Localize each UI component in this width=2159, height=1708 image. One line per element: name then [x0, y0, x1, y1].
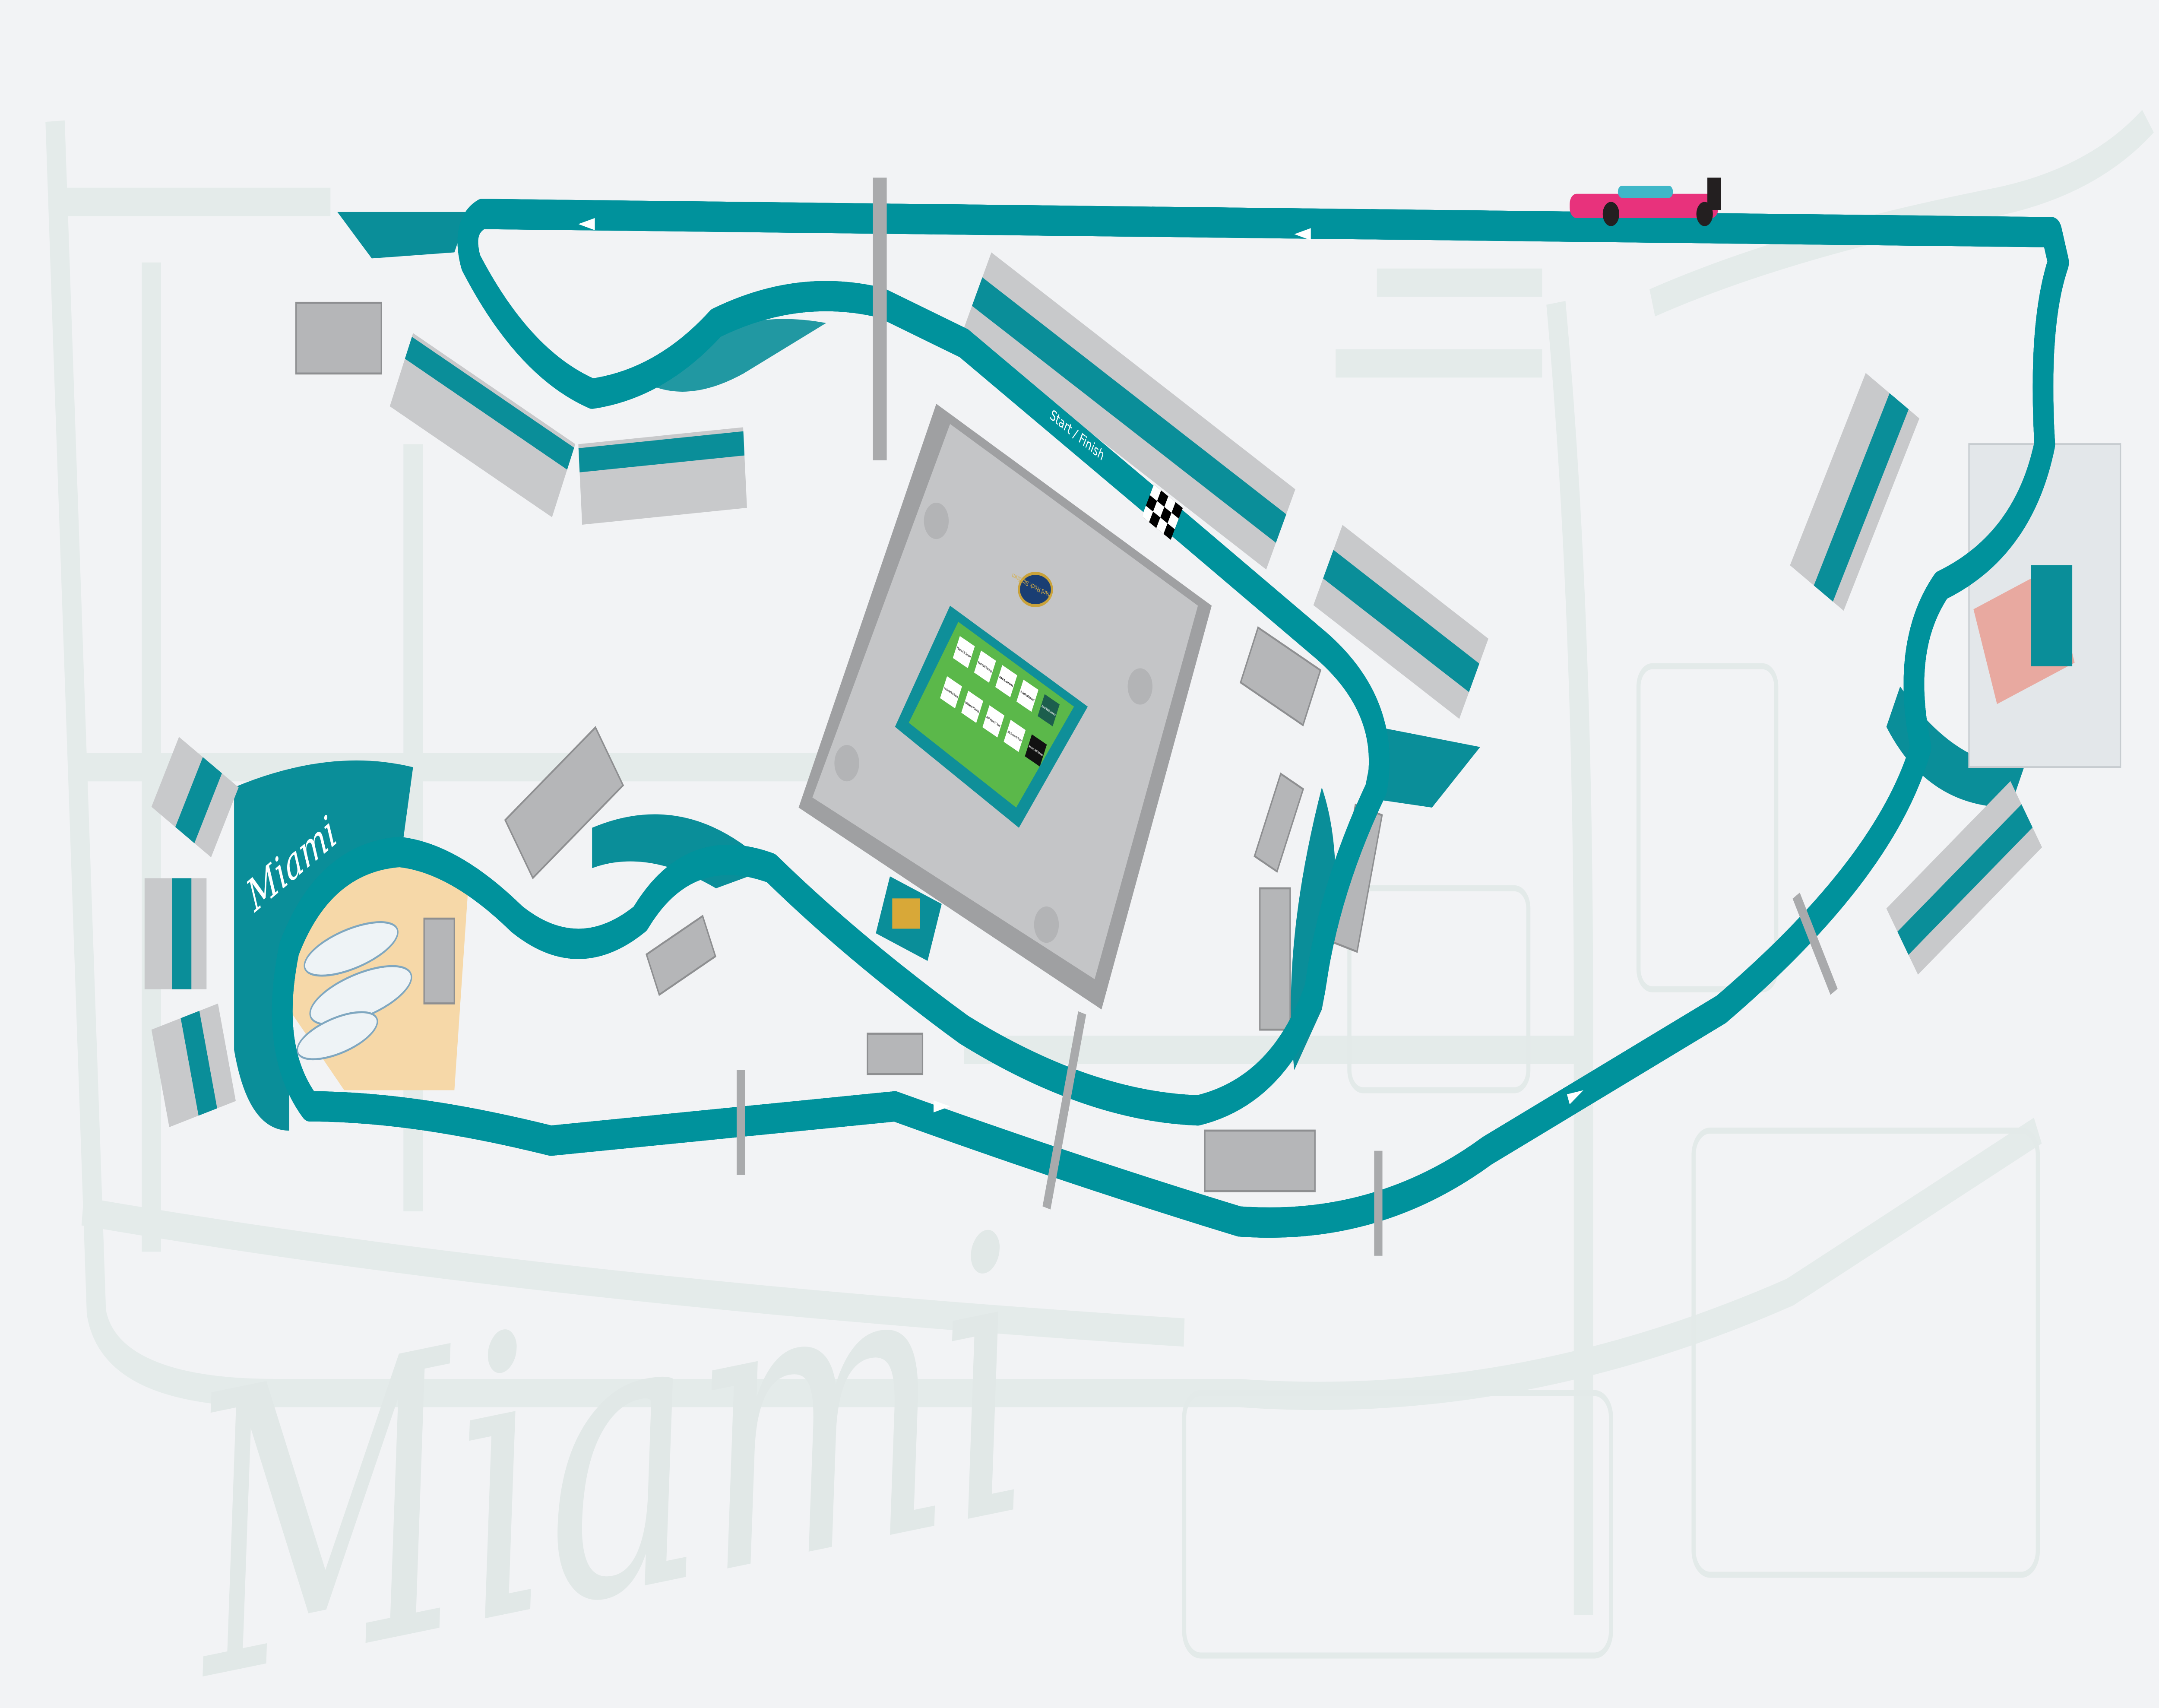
grandstands: [144, 252, 2042, 1128]
team-logo-tiles: Haas F1 Team Red Bull Racing McLaren Alp…: [940, 636, 1060, 767]
team-logo-tile: Oracle Red Bull Racing: [940, 676, 962, 709]
yachts: [296, 921, 412, 1061]
team-logo-tile: BWT Alpine F1 Team: [982, 705, 1005, 738]
hard-rock-stadium: Hard Rock Stadium Haas F1 Team Red Bull …: [798, 403, 1212, 1010]
parking-lots: [1182, 663, 2040, 1659]
stage: [1973, 565, 2075, 704]
race-track: [282, 214, 2059, 1223]
team-logo-tile: Aston Martin Aramco: [1038, 694, 1060, 726]
race-car-icon: [1570, 177, 1721, 226]
team-logo-tile: Red Bull Racing: [974, 650, 996, 683]
team-logo-tile: Haas F1 Team: [953, 636, 975, 669]
bridges: [736, 177, 1838, 1256]
team-logo-tile: Alfa Romeo F1 Team: [1004, 719, 1026, 752]
team-logo-tile: Mercedes-AMG Petronas: [1025, 734, 1047, 767]
team-logo-tile: AlphaTauri: [1016, 679, 1038, 712]
team-logo-tile: McLaren: [995, 665, 1017, 697]
checkered-flag-icon: [1142, 484, 1183, 540]
team-logo-tile: Williams Racing: [961, 691, 984, 723]
direction-arrows: [578, 218, 1584, 1112]
